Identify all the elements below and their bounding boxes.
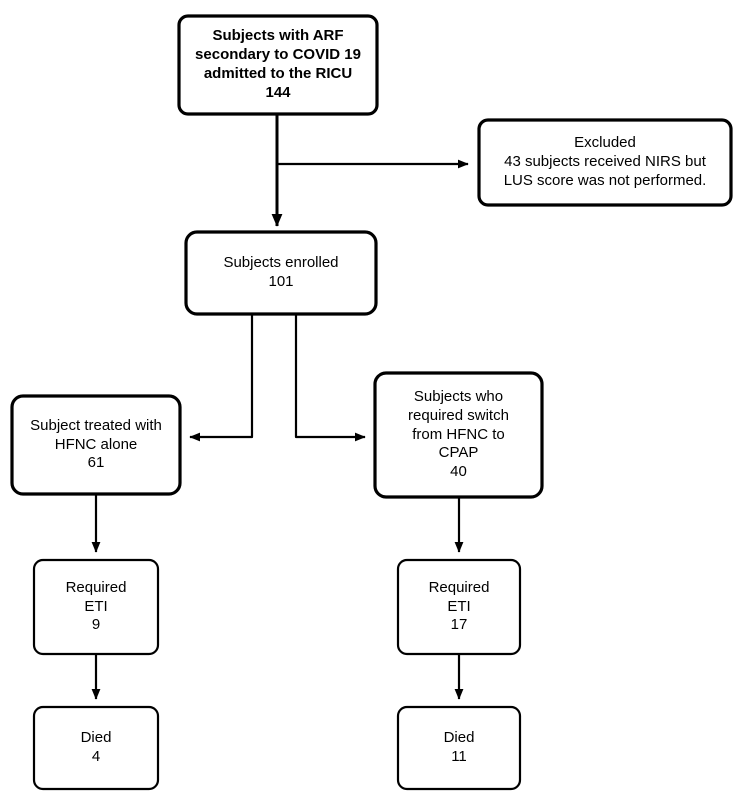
edge-enrolled-to-cpap	[294, 314, 366, 442]
node-hfnc-alone	[10, 394, 182, 496]
node-subjects-admitted	[177, 14, 379, 116]
edge-enrolled-to-hfnc	[189, 314, 254, 442]
node-switch-hfnc-to-cpap	[373, 371, 544, 499]
node-died-hfnc	[32, 705, 160, 791]
node-required-eti-cpap	[396, 558, 522, 656]
node-died-cpap	[396, 705, 522, 791]
node-excluded	[477, 118, 733, 207]
node-required-eti-hfnc	[32, 558, 160, 656]
node-subjects-enrolled	[184, 230, 378, 316]
